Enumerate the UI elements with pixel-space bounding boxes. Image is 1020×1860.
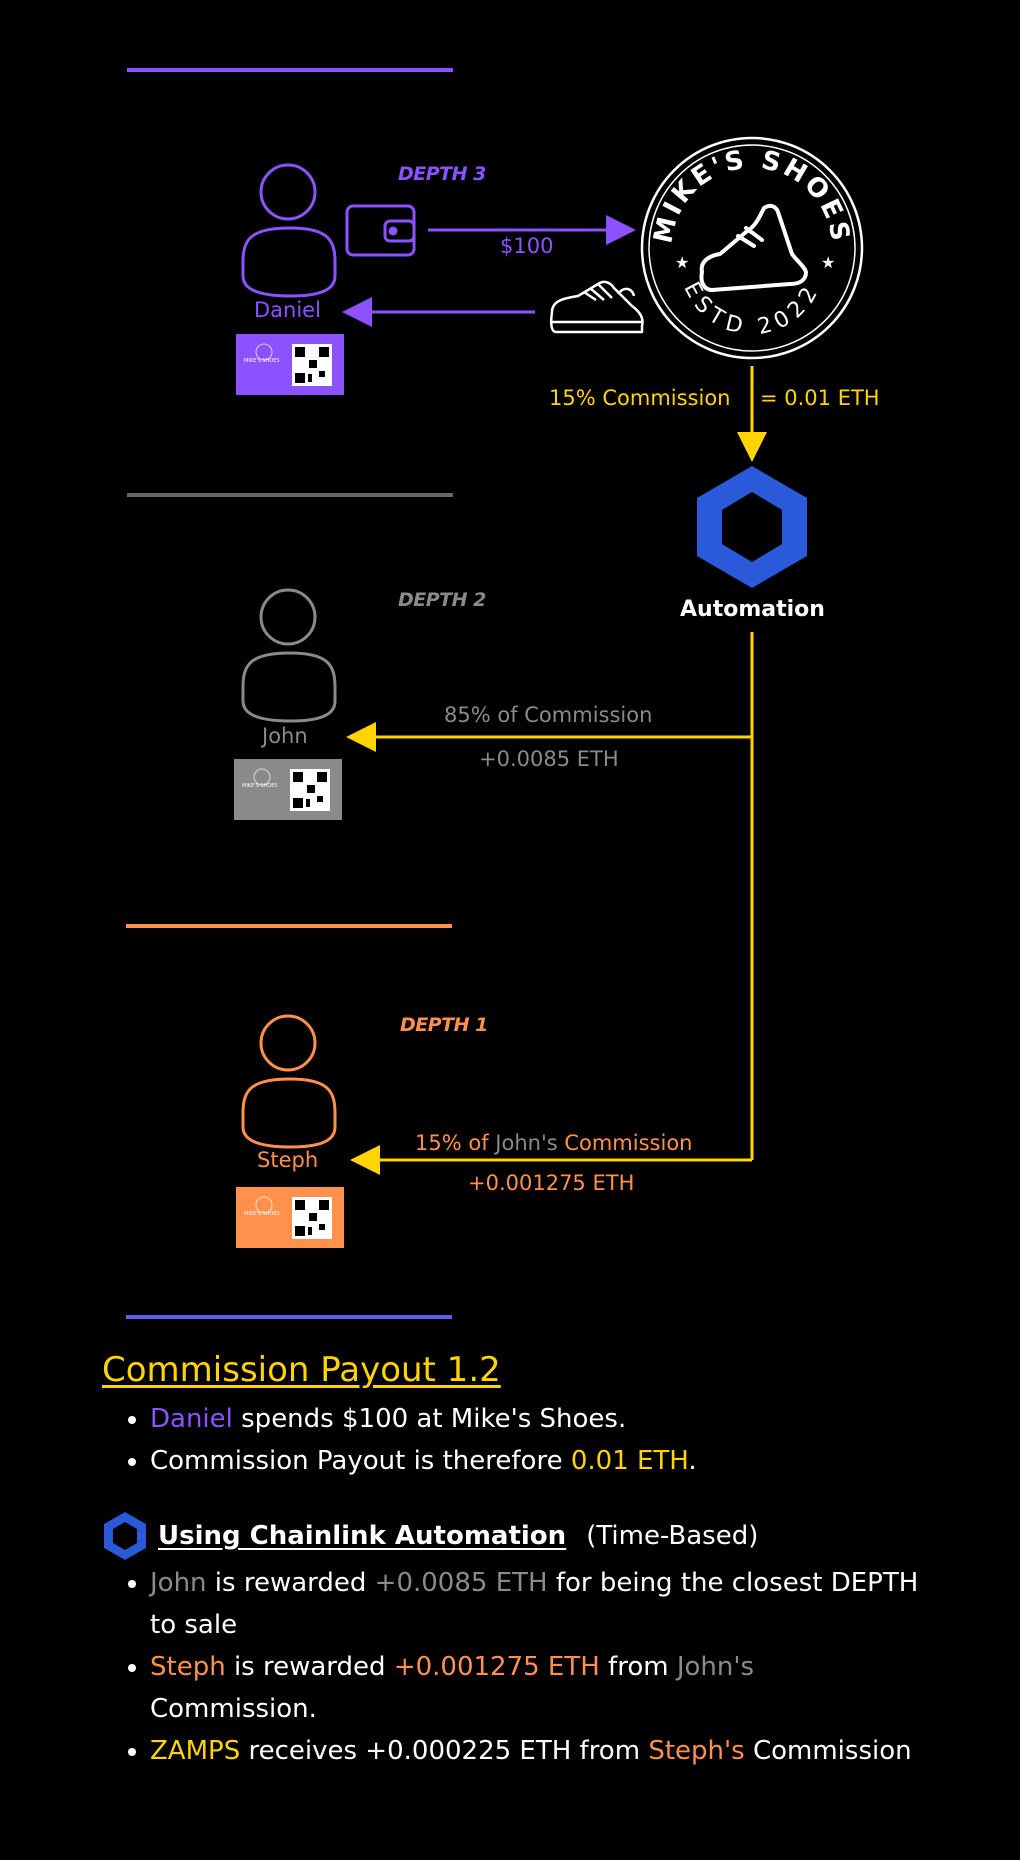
commission-eth: = 0.01 ETH <box>760 386 880 410</box>
summary-section: Commission Payout 1.2 Daniel spends $100… <box>102 1350 922 1772</box>
card-text: MIKE'S SHOES <box>242 783 278 789</box>
sneaker-icon <box>549 280 644 334</box>
card-text: MIKE'S SHOES <box>244 358 280 364</box>
summary-title: Commission Payout 1.2 <box>102 1350 501 1390</box>
chainlink-subheading: (Time-Based) <box>586 1521 759 1551</box>
mikes-shoes-logo: MIKE'S SHOES ESTD 2022 ★ ★ <box>640 136 864 360</box>
flow-diagram: MIKE'S SHOES ESTD 2022 ★ ★ <box>126 68 864 1319</box>
person-icon-steph <box>241 1014 337 1149</box>
chainlink-heading-row: Using Chainlink Automation (Time-Based) <box>102 1510 922 1562</box>
wallet-icon <box>345 204 416 257</box>
summary-list: Daniel spends $100 at Mike's Shoes. Comm… <box>102 1398 922 1482</box>
chainlink-heading: Using Chainlink Automation <box>158 1521 567 1551</box>
star-icon-left: ★ <box>675 253 689 272</box>
depth1-label: DEPTH 1 <box>400 1014 488 1036</box>
qr-card-daniel: MIKE'S SHOES <box>236 334 344 395</box>
qr-card-john: MIKE'S SHOES <box>234 759 342 820</box>
automation-label: Automation <box>680 597 825 622</box>
reward-list: John is rewarded +0.0085 ETH for being t… <box>102 1562 922 1772</box>
person-icon-daniel <box>241 163 337 298</box>
person-name-steph: Steph <box>257 1148 319 1172</box>
john-share-label: 85% of Commission <box>444 703 653 727</box>
person-name-daniel: Daniel <box>254 298 321 322</box>
depth2-label: DEPTH 2 <box>398 589 486 611</box>
john-reward: +0.0085 ETH <box>479 747 619 771</box>
person-icon-john <box>241 588 337 723</box>
list-item: Commission Payout is therefore 0.01 ETH. <box>150 1440 922 1482</box>
steph-reward: +0.001275 ETH <box>468 1171 635 1195</box>
star-icon-right: ★ <box>821 253 835 272</box>
list-item: ZAMPS receives +0.000225 ETH from Steph'… <box>150 1730 922 1772</box>
list-item: John is rewarded +0.0085 ETH for being t… <box>150 1562 922 1646</box>
chainlink-icon <box>104 1512 146 1560</box>
qr-card-steph: MIKE'S SHOES <box>236 1187 344 1248</box>
depth3-label: DEPTH 3 <box>398 163 486 185</box>
steph-share-label: 15% of John's Commission <box>415 1131 693 1155</box>
list-item: Daniel spends $100 at Mike's Shoes. <box>150 1398 922 1440</box>
person-name-john: John <box>262 724 308 748</box>
payment-amount: $100 <box>500 234 554 258</box>
commission-percent: 15% Commission <box>549 386 731 410</box>
list-item: Steph is rewarded +0.001275 ETH from Joh… <box>150 1646 922 1730</box>
logo-sneaker-icon <box>699 203 808 292</box>
card-text: MIKE'S SHOES <box>244 1211 280 1217</box>
